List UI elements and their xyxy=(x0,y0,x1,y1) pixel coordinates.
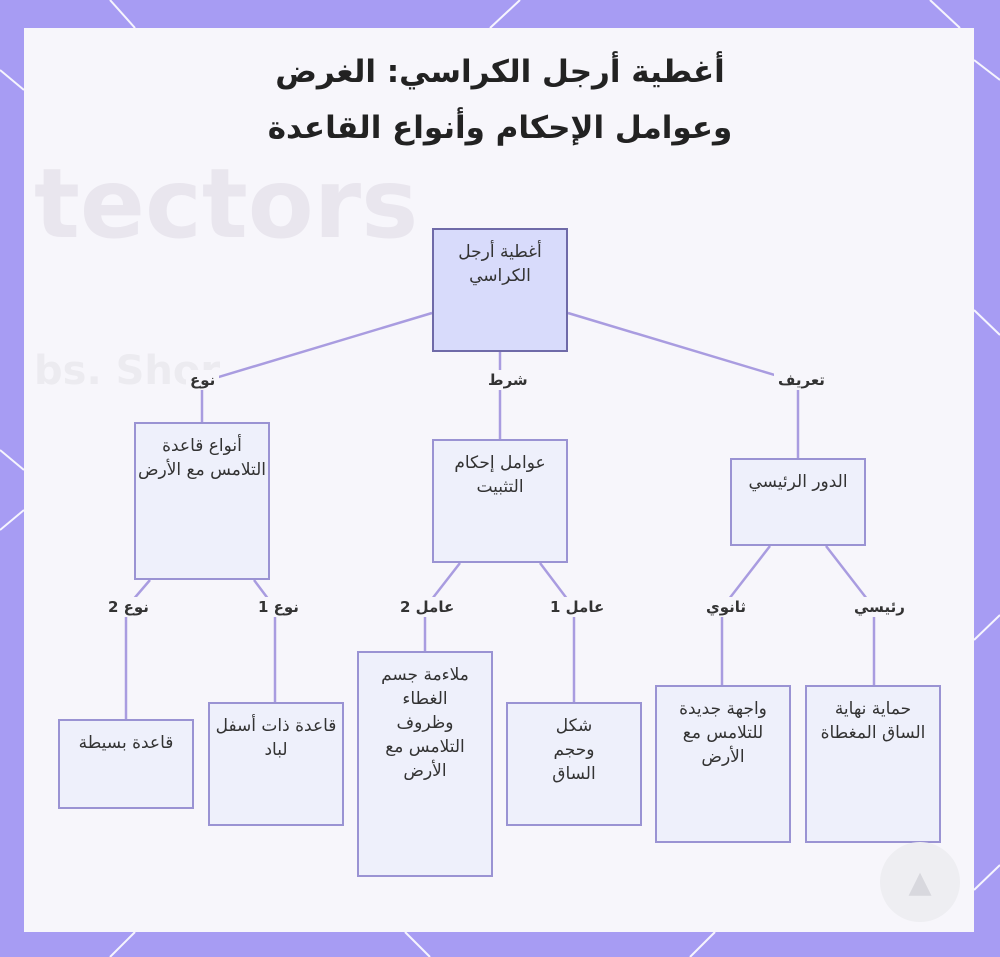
edge-root-base-types xyxy=(202,313,432,422)
node-root: أغطية أرجل الكراسي xyxy=(432,228,568,352)
edge-root-main-role xyxy=(568,313,798,458)
node-new-face: واجهة جديدة للتلامس مع الأرض xyxy=(655,685,791,843)
edge-label-factor1: عامل 1 xyxy=(546,597,608,617)
node-felt-base: قاعدة ذات أسفل لباد xyxy=(208,702,344,826)
node-shape: شكل وحجم الساق xyxy=(506,702,642,826)
edge-label-type2: نوع 2 xyxy=(104,597,153,617)
node-simple-base: قاعدة بسيطة xyxy=(58,719,194,809)
node-fit: ملاءمة جسم الغطاء وظروف التلامس مع الأرض xyxy=(357,651,493,877)
node-base-types: أنواع قاعدة التلامس مع الأرض xyxy=(134,422,270,580)
edge-factors-shape xyxy=(540,563,574,702)
edge-label-type: نوع xyxy=(186,370,219,390)
edge-label-type1: نوع 1 xyxy=(254,597,303,617)
node-main-role: الدور الرئيسي xyxy=(730,458,866,546)
edge-label-condition: شرط xyxy=(484,370,532,390)
watermark-logo-icon: ▲ xyxy=(880,842,960,922)
node-factors: عوامل إحكام التثبيت xyxy=(432,439,568,563)
node-protect: حماية نهاية الساق المغطاة xyxy=(805,685,941,843)
edge-label-secondary: ثانوي xyxy=(702,597,750,617)
edge-label-definition: تعريف xyxy=(774,370,829,390)
edge-label-primary: رئيسي xyxy=(850,597,909,617)
edge-label-factor2: عامل 2 xyxy=(396,597,458,617)
